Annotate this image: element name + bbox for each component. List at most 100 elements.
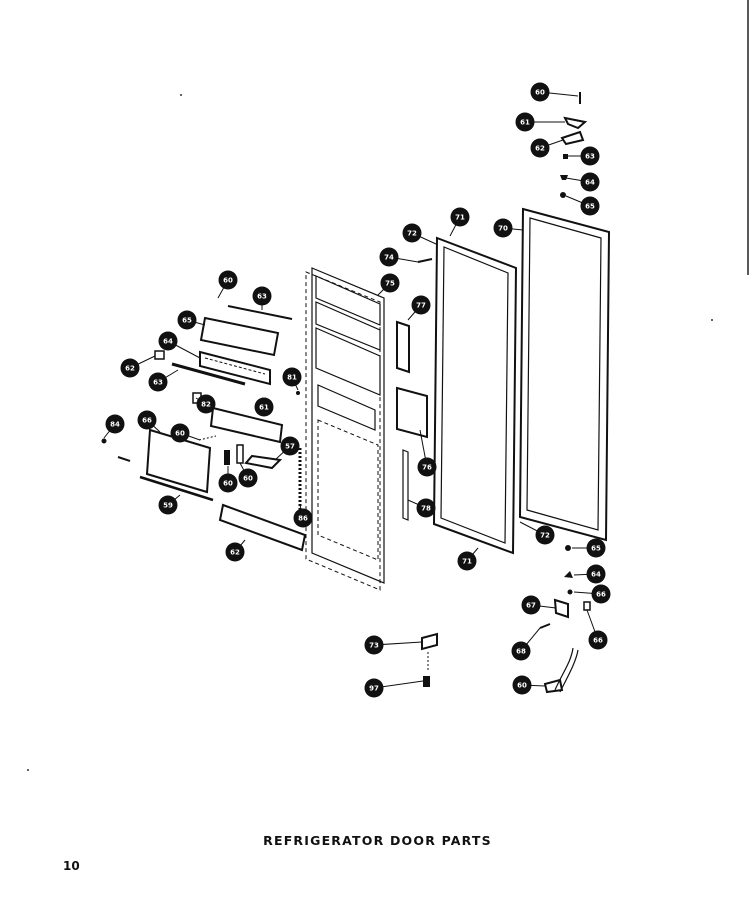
callout-number: 66	[596, 591, 606, 599]
callout-number: 60	[175, 430, 185, 438]
callout-number: 71	[462, 558, 472, 566]
callout-number: 66	[593, 637, 603, 645]
rod-part	[402, 449, 409, 521]
callout-number: 78	[421, 505, 431, 513]
bottom-rail-part	[218, 503, 307, 552]
callout-balloon	[417, 457, 437, 477]
door-cam-part	[421, 632, 438, 651]
callout-balloon	[218, 473, 238, 493]
callout-number: 60	[223, 277, 233, 285]
callout-number: 97	[369, 685, 379, 693]
callout-number: 62	[230, 549, 240, 557]
callout-number: 71	[455, 214, 465, 222]
callout-number: 60	[535, 89, 545, 97]
callout-balloon	[521, 595, 541, 615]
callout-balloon	[158, 495, 178, 515]
callout-balloon	[364, 678, 384, 698]
middle-shelf-part	[209, 406, 284, 444]
callout-number: 67	[526, 602, 536, 610]
callout-balloon	[511, 641, 531, 661]
callout-number: 65	[182, 317, 192, 325]
callout-balloon	[512, 675, 532, 695]
callout-balloon	[515, 112, 535, 132]
callout-number: 60	[517, 682, 527, 690]
callout-balloon	[218, 270, 238, 290]
dairy-rack-part	[199, 350, 271, 386]
callout-number: 73	[369, 642, 379, 650]
callout-number: 72	[407, 230, 417, 238]
callout-balloon	[530, 138, 550, 158]
callout-balloon	[364, 635, 384, 655]
callout-balloon	[588, 630, 608, 650]
callout-layer: 6061626364657071727475776063656462638182…	[103, 82, 611, 698]
callout-balloon	[254, 397, 274, 417]
callout-balloon	[493, 218, 513, 238]
upper-shelf-part	[199, 305, 293, 357]
callout-balloon	[457, 551, 477, 571]
callout-number: 60	[243, 475, 253, 483]
callout-number: 84	[110, 421, 120, 429]
callout-number: 65	[591, 545, 601, 553]
callout-balloon	[293, 508, 313, 528]
callout-balloon	[158, 331, 178, 351]
callout-balloon	[586, 538, 606, 558]
callout-number: 63	[153, 379, 163, 387]
callout-number: 59	[163, 502, 173, 510]
callout-number: 63	[585, 153, 595, 161]
callout-balloon	[586, 564, 606, 584]
callout-number: 64	[591, 571, 601, 579]
callout-balloon	[411, 295, 431, 315]
callout-balloon	[580, 172, 600, 192]
callout-balloon	[252, 286, 272, 306]
callout-balloon	[177, 310, 197, 330]
callout-number: 70	[498, 225, 508, 233]
callout-balloon	[280, 436, 300, 456]
trim-bar-part	[171, 362, 246, 386]
callout-number: 81	[287, 374, 297, 382]
callout-balloon	[379, 247, 399, 267]
page-number: 10	[63, 859, 80, 873]
callout-balloon	[105, 414, 125, 434]
callout-number: 66	[142, 417, 152, 425]
callout-number: 64	[163, 338, 173, 346]
callout-balloon	[120, 358, 140, 378]
callout-balloon	[450, 207, 470, 227]
lower-bin-part	[145, 428, 212, 494]
callout-number: 65	[585, 203, 595, 211]
callout-balloon	[416, 498, 436, 518]
callout-number: 74	[384, 254, 394, 262]
bottom-hinge-hardware	[539, 545, 591, 694]
callout-balloon	[380, 273, 400, 293]
callout-balloon	[170, 423, 190, 443]
callout-balloon	[196, 394, 216, 414]
callout-number: 72	[540, 532, 550, 540]
callout-balloon	[225, 542, 245, 562]
callout-number: 61	[520, 119, 530, 127]
callout-number: 64	[585, 179, 595, 187]
callout-number: 75	[385, 280, 395, 288]
callout-number: 57	[285, 443, 295, 451]
door-liner-part	[305, 267, 385, 591]
callout-number: 60	[223, 480, 233, 488]
callout-balloon	[530, 82, 550, 102]
callout-balloon	[148, 372, 168, 392]
top-hinge-hardware	[560, 92, 588, 198]
callout-number: 76	[422, 464, 432, 472]
callout-balloon	[282, 367, 302, 387]
callout-number: 63	[257, 293, 267, 301]
callout-number: 86	[298, 515, 308, 523]
callout-balloon	[402, 223, 422, 243]
callout-balloon	[238, 468, 258, 488]
diagram-caption: REFRIGERATOR DOOR PARTS	[263, 833, 492, 848]
callout-balloon	[591, 584, 611, 604]
callout-number: 61	[259, 404, 269, 412]
outer-gasket-part	[518, 207, 611, 542]
callout-number: 62	[535, 145, 545, 153]
callout-number: 68	[516, 648, 526, 656]
callout-number: 62	[125, 365, 135, 373]
cover-panel-part	[396, 386, 428, 439]
callout-balloon	[580, 146, 600, 166]
callout-balloon	[137, 410, 157, 430]
callout-number: 77	[416, 302, 426, 310]
